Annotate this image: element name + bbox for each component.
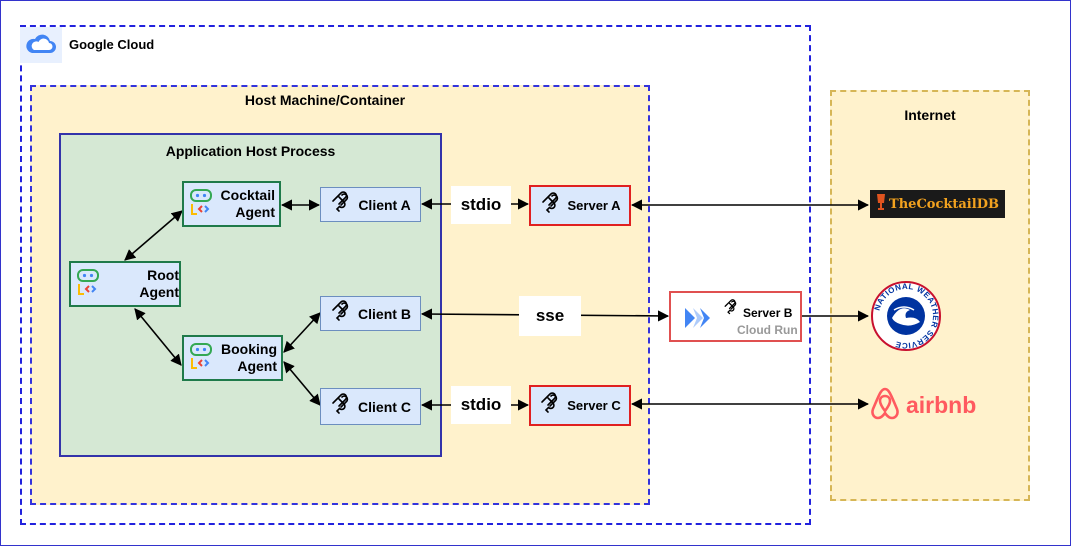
mcp-icon bbox=[539, 392, 561, 419]
cocktail-glass-icon bbox=[876, 193, 886, 215]
agent-robot-code-icon bbox=[189, 188, 213, 221]
protocol-label-stdio-a: stdio bbox=[451, 186, 511, 224]
client-b-node[interactable]: Client B bbox=[320, 296, 421, 331]
host-machine-label: Host Machine/Container bbox=[244, 92, 406, 108]
server-c-node[interactable]: Server C bbox=[529, 385, 631, 426]
client-c-node[interactable]: Client C bbox=[320, 388, 421, 425]
cocktaildb-text: TheCocktailDB bbox=[889, 196, 999, 212]
application-host-label: Application Host Process bbox=[165, 143, 336, 159]
edge-booking-clientb bbox=[283, 312, 321, 353]
server-b-label: Server B bbox=[743, 306, 793, 320]
airbnb-wordmark: airbnb bbox=[906, 391, 977, 418]
agent-robot-code-icon bbox=[76, 268, 100, 301]
google-cloud-label: Google Cloud bbox=[69, 37, 155, 52]
cloud-run-icon bbox=[683, 306, 713, 335]
protocol-label-stdio-c: stdio bbox=[451, 386, 511, 424]
mcp-icon bbox=[540, 192, 562, 219]
cocktaildb-logo: TheCocktailDB bbox=[870, 190, 1005, 218]
airbnb-logo: airbnb bbox=[868, 385, 988, 425]
google-cloud-icon bbox=[20, 27, 62, 63]
internet-label: Internet bbox=[904, 107, 956, 123]
client-c-label: Client C bbox=[358, 398, 411, 415]
google-cloud-container bbox=[20, 25, 811, 525]
mcp-icon bbox=[330, 393, 352, 420]
mcp-icon bbox=[723, 299, 739, 320]
mcp-icon bbox=[330, 300, 352, 327]
client-a-node[interactable]: Client A bbox=[320, 187, 421, 222]
cloud-run-label: Cloud Run bbox=[737, 323, 798, 337]
client-b-label: Client B bbox=[358, 305, 411, 322]
protocol-label-sse: sse bbox=[519, 296, 581, 336]
server-a-node[interactable]: Server A bbox=[529, 185, 631, 226]
client-a-label: Client A bbox=[358, 196, 411, 213]
airbnb-belo-icon bbox=[868, 385, 902, 426]
root-agent-node[interactable]: Root Agent bbox=[69, 261, 181, 307]
edge-booking-clientc bbox=[283, 361, 321, 406]
edge-root-booking bbox=[134, 308, 182, 366]
mcp-icon bbox=[330, 191, 352, 218]
server-b-node[interactable]: Server B Cloud Run bbox=[669, 291, 802, 342]
edge-root-cocktail bbox=[124, 210, 183, 261]
national-weather-service-logo: NATIONAL WEATHER SERVICE bbox=[870, 280, 942, 352]
server-a-label: Server A bbox=[567, 198, 621, 213]
server-c-label: Server C bbox=[567, 398, 621, 413]
root-agent-label: Root Agent bbox=[139, 267, 179, 300]
agent-robot-code-icon bbox=[189, 342, 213, 375]
